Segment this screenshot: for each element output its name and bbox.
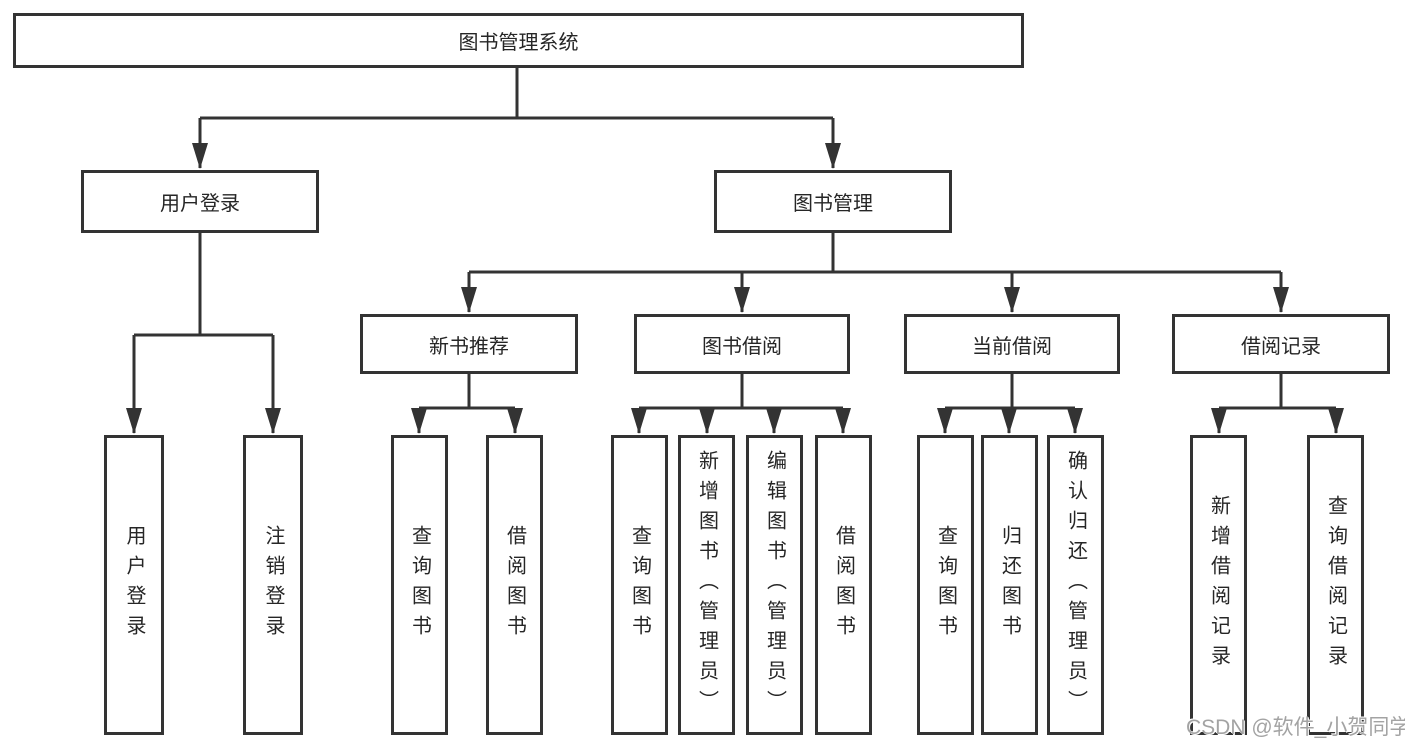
- leaf-recommend-query-books: 查询图书: [391, 435, 448, 735]
- node-label: 图书借阅: [702, 335, 782, 358]
- leaf-label: 用户登录: [123, 525, 145, 645]
- leaf-recommend-borrow-books: 借阅图书: [486, 435, 543, 735]
- leaf-label: 借阅图书: [832, 525, 855, 645]
- leaf-label: 查询图书: [934, 525, 957, 645]
- node-borrowing-records: 借阅记录: [1172, 314, 1390, 374]
- node-label: 新书推荐: [429, 335, 509, 358]
- node-book-management: 图书管理: [714, 170, 952, 233]
- node-label: 用户登录: [160, 193, 240, 215]
- node-library-system: 图书管理系统: [13, 13, 1024, 68]
- leaf-label: 新增借阅记录: [1207, 495, 1230, 675]
- connector-borrowing-records-to-leaves: [1217, 374, 1338, 433]
- leaf-user-login: 用户登录: [104, 435, 164, 735]
- node-new-book-recommend: 新书推荐: [360, 314, 578, 374]
- leaf-label: 编辑图书（管理员）: [763, 450, 786, 720]
- node-user-login: 用户登录: [81, 170, 319, 233]
- leaf-label: 查询图书: [408, 525, 431, 645]
- connector-book-borrowing-to-leaves: [637, 374, 845, 433]
- node-label: 图书管理系统: [458, 32, 579, 54]
- leaf-records-add-record: 新增借阅记录: [1190, 435, 1247, 735]
- node-book-borrowing: 图书借阅: [634, 314, 850, 374]
- node-label: 图书管理: [793, 193, 873, 215]
- leaf-records-query-record: 查询借阅记录: [1307, 435, 1364, 735]
- node-current-borrowing: 当前借阅: [904, 314, 1120, 374]
- leaf-label: 注销登录: [262, 525, 284, 645]
- node-label: 借阅记录: [1241, 335, 1321, 358]
- leaf-borrowing-query-books: 查询图书: [611, 435, 668, 735]
- leaf-logout: 注销登录: [243, 435, 303, 735]
- connector-new-book-recommend-to-leaves: [417, 374, 517, 433]
- leaf-current-return-books: 归还图书: [981, 435, 1038, 735]
- leaf-borrowing-borrow-books: 借阅图书: [815, 435, 872, 735]
- leaf-label: 查询图书: [628, 525, 651, 645]
- leaf-current-query-books: 查询图书: [917, 435, 974, 735]
- leaf-borrowing-add-books-admin: 新增图书（管理员）: [678, 435, 735, 735]
- leaf-current-confirm-return-admin: 确认归还（管理员）: [1047, 435, 1104, 735]
- connector-root-to-level2: [198, 68, 835, 168]
- arrowheads: [126, 143, 1344, 434]
- connector-user-login-to-leaves: [132, 233, 275, 433]
- connector-book-management-to-level3: [467, 233, 1283, 312]
- leaf-borrowing-edit-books-admin: 编辑图书（管理员）: [746, 435, 803, 735]
- leaf-label: 确认归还（管理员）: [1064, 450, 1087, 720]
- node-label: 当前借阅: [972, 335, 1052, 358]
- watermark: CSDN @软件_小贺同学: [1186, 716, 1405, 739]
- leaf-label: 归还图书: [998, 525, 1021, 645]
- leaf-label: 借阅图书: [503, 525, 526, 645]
- leaf-label: 新增图书（管理员）: [695, 450, 718, 720]
- leaf-label: 查询借阅记录: [1324, 495, 1347, 675]
